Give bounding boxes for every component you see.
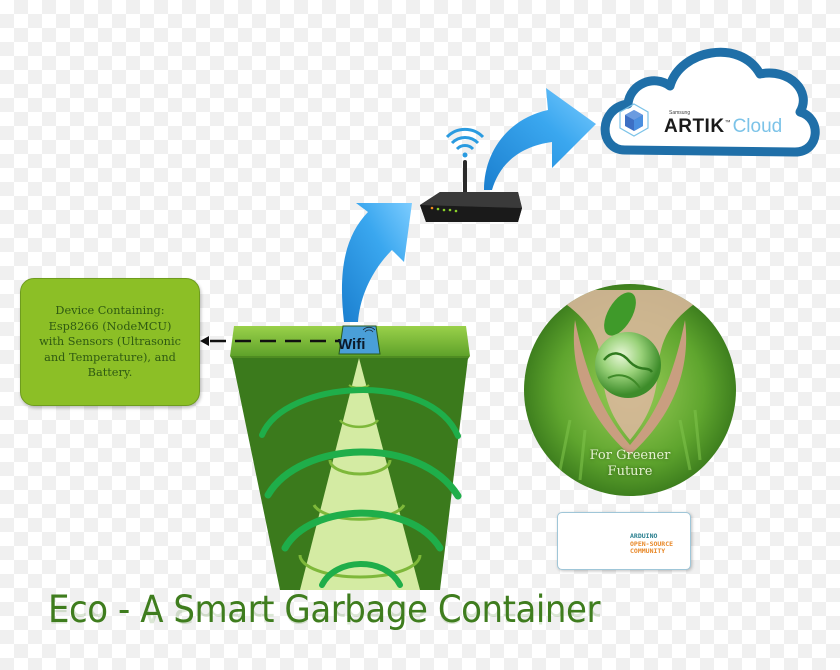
arduino-text: ARDUINO OPEN-SOURCE COMMUNITY	[630, 532, 674, 556]
device-line: and Temperature), and	[44, 350, 176, 364]
title-reflection: Eco - A Smart Garbage Container	[48, 610, 600, 630]
artik-cloud-logo: ARTIK ™ Cloud	[664, 116, 782, 138]
arrow-up-icon	[341, 203, 412, 322]
ultrasonic-wave-icon	[259, 387, 462, 588]
arduino-logo-box: ARDUINO OPEN-SOURCE COMMUNITY	[557, 512, 691, 570]
device-line: Device Containing:	[55, 304, 165, 318]
device-description-text: Device Containing: Esp8266 (NodeMCU) wit…	[31, 303, 189, 381]
cloud-word: Cloud	[732, 116, 783, 137]
device-line: with Sensors (Ultrasonic	[39, 335, 181, 349]
router-icon	[420, 160, 522, 222]
device-line: Esp8266 (NodeMCU)	[48, 319, 172, 333]
arrow-up-icon	[484, 88, 596, 190]
wifi-signal-icon	[445, 127, 485, 158]
cloud-icon	[600, 47, 820, 157]
trademark: ™	[724, 120, 731, 126]
device-description-box: Device Containing: Esp8266 (NodeMCU) wit…	[20, 278, 200, 406]
garbage-container-icon	[230, 325, 470, 590]
artik-cube-icon	[619, 103, 649, 137]
arduino-line: ARDUINO	[630, 532, 658, 540]
wifi-label: Wifi	[338, 336, 366, 353]
page-title: Eco - A Smart Garbage Container	[48, 588, 601, 631]
green-future-caption: For Greener Future	[560, 448, 700, 480]
artik-brand: ARTIK	[664, 116, 725, 137]
dashed-arrow-left-icon	[200, 336, 340, 346]
caption-line: Future	[607, 464, 653, 479]
arduino-line: COMMUNITY	[630, 547, 666, 555]
globe-hands-image	[524, 284, 736, 496]
arduino-line: OPEN-SOURCE	[630, 539, 674, 548]
samsung-label: Samsung	[669, 110, 691, 116]
caption-line: For Greener	[589, 448, 671, 463]
device-line: Battery.	[87, 366, 133, 380]
